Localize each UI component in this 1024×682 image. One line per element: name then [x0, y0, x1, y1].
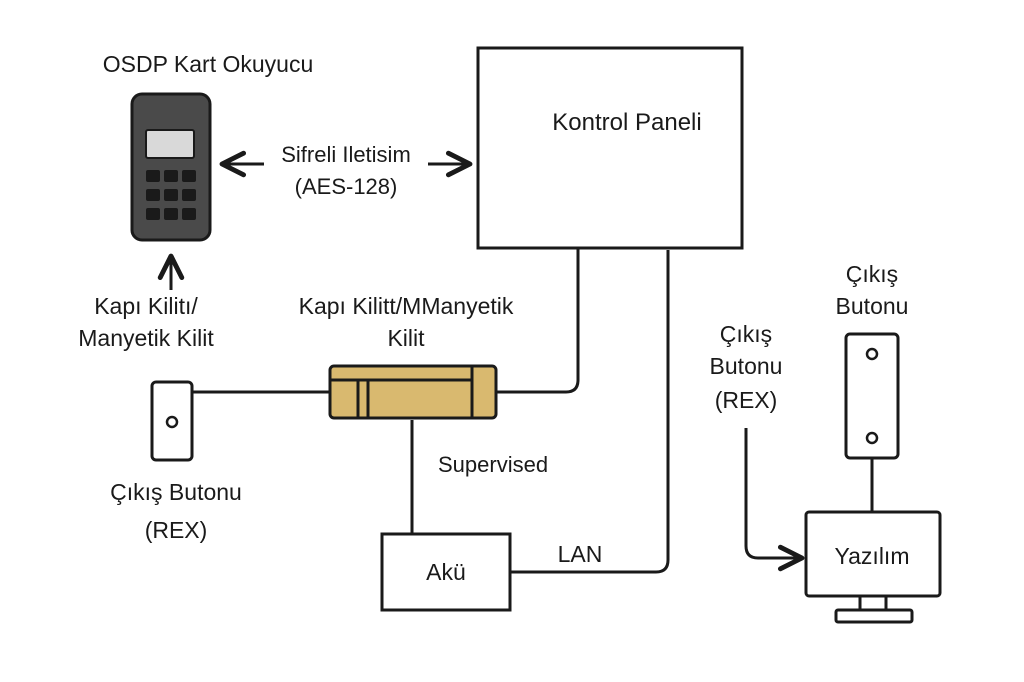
control-panel-label: Kontrol Paneli	[552, 109, 701, 136]
mid-rex-label-2: Butonu	[710, 353, 783, 379]
left-rex-label: Çıkış Butonu	[110, 479, 242, 505]
left-lock-label: Kapı Kilitı/	[94, 293, 198, 319]
connectors	[157, 138, 874, 574]
mid-rex-label-3: (REX)	[715, 387, 778, 413]
software-label: Yazılım	[835, 543, 910, 569]
left-exit-button-icon	[150, 380, 194, 462]
card-reader-icon	[130, 92, 212, 242]
right-exit-label-1: Çıkış	[846, 261, 898, 287]
rex-to-software-arrow	[744, 428, 805, 572]
supervised-label: Supervised	[438, 452, 548, 477]
control-panel-box	[476, 46, 744, 250]
encrypted-comm-label: Sifreli Iletisim	[281, 142, 411, 167]
battery-label: Akü	[426, 559, 466, 585]
right-exit-button-icon	[844, 332, 900, 460]
lan-label: LAN	[558, 541, 603, 567]
left-lock-sublabel: Manyetik Kilit	[78, 325, 214, 351]
reader-title: OSDP Kart Okuyucu	[103, 51, 314, 77]
center-lock-label: Kapı Kilitt/MManyetik	[299, 293, 514, 319]
battery-box	[380, 532, 512, 612]
left-rex-sublabel: (REX)	[145, 517, 208, 543]
lan-wire	[510, 250, 670, 574]
encrypted-comm-sublabel: (AES-128)	[295, 174, 398, 199]
reader-keypad	[146, 170, 196, 220]
mid-rex-label-1: Çıkış	[720, 321, 772, 347]
magnetic-lock-icon	[328, 364, 498, 420]
reader-screen	[145, 129, 195, 159]
center-lock-sublabel: Kilit	[387, 325, 425, 351]
right-exit-label-2: Butonu	[836, 293, 909, 319]
monitor-icon	[804, 510, 942, 624]
